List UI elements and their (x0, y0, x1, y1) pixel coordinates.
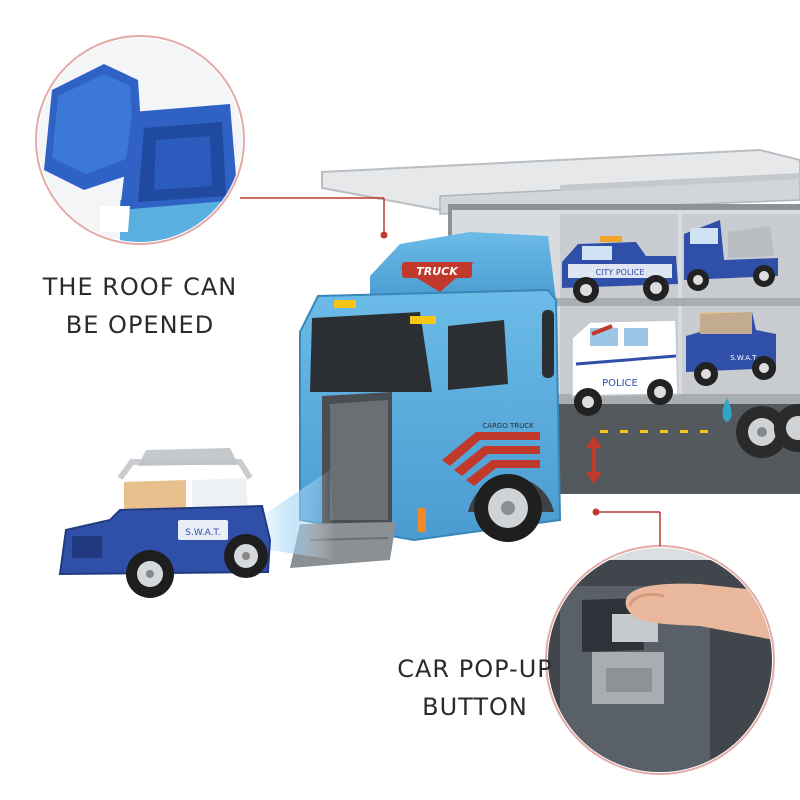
truck-logo-icon: TRUCK (400, 262, 474, 292)
roof-callout (35, 35, 388, 245)
swat-jeep-small-car: S.W.A.T. (686, 312, 776, 386)
svg-text:POLICE: POLICE (602, 378, 638, 389)
svg-text:CITY POLICE: CITY POLICE (596, 268, 645, 277)
jeep-front-wheel (224, 534, 268, 578)
side-window (448, 320, 508, 390)
motion-light-beam (256, 470, 336, 560)
swat-jeep-car: S.W.A.T. (58, 448, 272, 598)
popup-button-callout (545, 508, 775, 775)
popup-button-icon (592, 614, 664, 704)
trailer-wheel (736, 406, 788, 458)
roof-caption: THE ROOF CAN BE OPENED (20, 268, 260, 344)
police-van-car: POLICE (571, 319, 679, 416)
popup-caption-line1: CAR POP-UP (397, 655, 553, 683)
popup-caption-line2: BUTTON (422, 693, 528, 721)
tow-truck-car (684, 220, 778, 291)
cab-front-wheel (468, 474, 554, 542)
windshield (310, 312, 432, 392)
roof-caption-line2: BE OPENED (65, 311, 215, 339)
red-stripe-decal (442, 432, 540, 486)
popup-caption: CAR POP-UP BUTTON (360, 650, 590, 726)
svg-text:S.W.A.T.: S.W.A.T. (185, 528, 220, 538)
trailer-wheel (774, 404, 800, 452)
up-down-arrow-icon (586, 436, 602, 484)
svg-text:S.W.A.T.: S.W.A.T. (730, 354, 758, 362)
svg-text:TRUCK: TRUCK (416, 265, 459, 278)
finger-pressing (625, 583, 772, 640)
svg-text:CARGO TRUCK: CARGO TRUCK (482, 422, 534, 430)
jeep-rear-wheel (126, 550, 174, 598)
roof-caption-line1: THE ROOF CAN (42, 273, 238, 301)
police-pickup-car: CITY POLICE (562, 236, 678, 303)
truck-cab: TRUCK CARGO TRUCK (290, 232, 562, 568)
